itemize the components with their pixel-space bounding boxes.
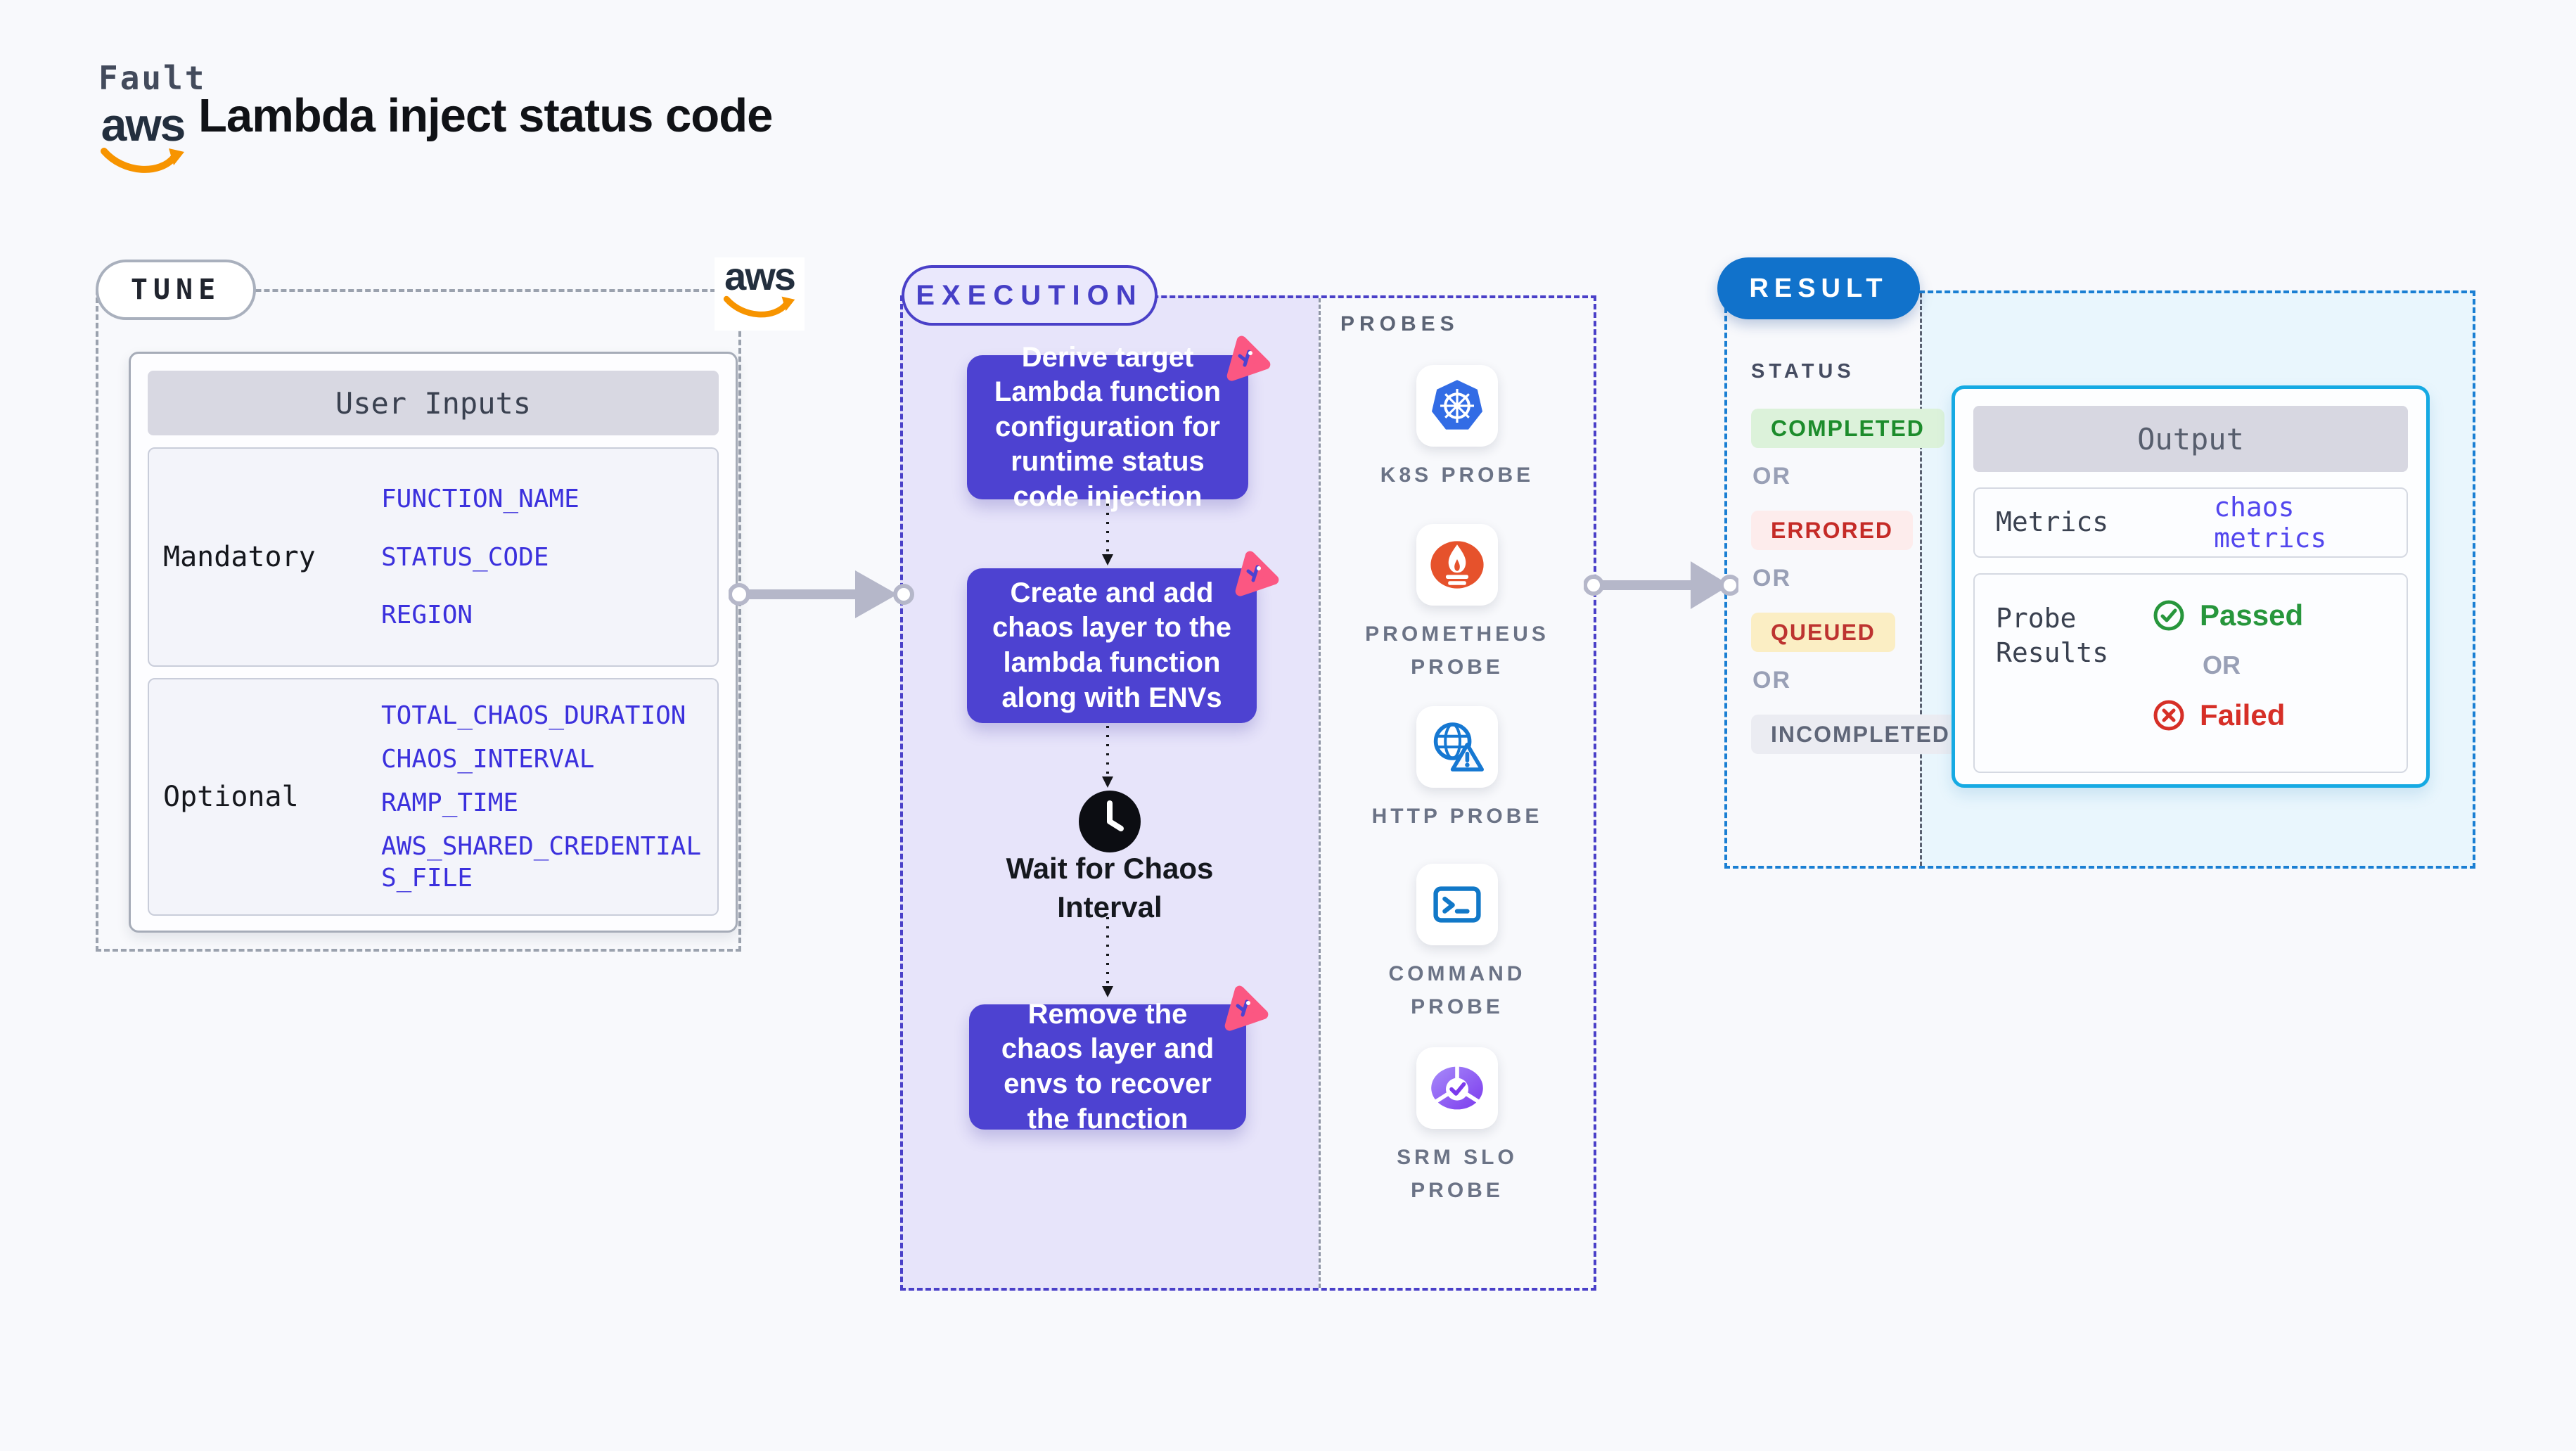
env-var: FUNCTION_NAME: [381, 485, 579, 514]
user-inputs-title: User Inputs: [148, 371, 719, 435]
x-circle-icon: [2153, 700, 2184, 731]
or-label: OR: [1752, 463, 1791, 490]
flow-connector-arrow: [1102, 917, 1113, 997]
execution-section-label: EXECUTION: [902, 265, 1158, 326]
env-var: AWS_SHARED_CREDENTIALS_FILE: [381, 832, 702, 893]
probe-label: SRM SLO PROBE: [1397, 1146, 1518, 1202]
metrics-label: Metrics: [1996, 506, 2109, 538]
env-var: TOTAL_CHAOS_DURATION: [381, 701, 686, 730]
failed-label: Failed: [2200, 698, 2286, 731]
step-add-chaos-layer: Create and add chaos layer to the lambda…: [967, 568, 1257, 723]
output-card: Output Metrics chaos metrics Probe Resul…: [1952, 385, 2430, 788]
chaos-experiment-icon: [1235, 551, 1279, 596]
mandatory-label: Mandatory: [163, 541, 316, 573]
aws-logo-small: aws: [715, 254, 805, 331]
probe-result-passed: Passed: [2152, 599, 2303, 632]
mandatory-items: FUNCTION_NAME STATUS_CODE REGION: [381, 449, 717, 665]
tune-section-label: TUNE: [96, 260, 256, 320]
step-remove-chaos-layer: Remove the chaos layer and envs to recov…: [969, 999, 1246, 1134]
result-divider: [1920, 293, 1922, 866]
metrics-row: Metrics chaos metrics: [1973, 487, 2408, 558]
or-label: OR: [1752, 667, 1791, 693]
http-globe-icon: [1416, 706, 1498, 788]
or-label: OR: [1752, 565, 1791, 592]
aws-smile-icon: [723, 296, 795, 318]
status-badge-queued: QUEUED: [1751, 613, 1895, 652]
or-label: OR: [2203, 651, 2241, 679]
page-title: Lambda inject status code: [198, 89, 773, 142]
mandatory-inputs-row: Mandatory FUNCTION_NAME STATUS_CODE REGI…: [148, 447, 719, 667]
fault-kicker: Fault: [98, 59, 207, 97]
status-heading: STATUS: [1751, 360, 1855, 383]
step-wait-interval: Wait for Chaos Interval: [1006, 852, 1214, 923]
probe-results-row: Probe Results Passed OR Failed: [1973, 573, 2408, 773]
env-var: CHAOS_INTERVAL: [381, 745, 595, 774]
terminal-icon: [1416, 864, 1498, 945]
probe-k8s: K8S PROBE: [1352, 365, 1563, 492]
step-derive-config: Derive target Lambda function configurat…: [967, 342, 1248, 512]
slo-pie-check-icon: [1416, 1047, 1498, 1129]
probe-label: K8S PROBE: [1380, 464, 1534, 487]
check-circle-icon: [2153, 600, 2184, 631]
user-inputs-card: User Inputs Mandatory FUNCTION_NAME STAT…: [129, 352, 738, 933]
aws-wordmark: aws: [724, 254, 796, 298]
probe-command: COMMAND PROBE: [1352, 864, 1563, 1023]
prometheus-icon: [1416, 524, 1498, 606]
clock-icon: [1079, 791, 1141, 852]
optional-items: TOTAL_CHAOS_DURATION CHAOS_INTERVAL RAMP…: [381, 679, 717, 914]
passed-label: Passed: [2200, 599, 2304, 632]
probe-prometheus: PROMETHEUS PROBE: [1352, 524, 1563, 684]
chaos-experiment-icon: [1224, 985, 1269, 1031]
tune-to-execution-arrow: [729, 570, 914, 618]
chaos-metrics-link[interactable]: chaos metrics: [2214, 492, 2327, 554]
probe-srm-slo: SRM SLO PROBE: [1352, 1047, 1563, 1207]
chaos-experiment-icon: [1226, 335, 1271, 381]
optional-inputs-row: Optional TOTAL_CHAOS_DURATION CHAOS_INTE…: [148, 678, 719, 916]
aws-logo: aws: [97, 98, 188, 177]
status-badge-errored: ERRORED: [1751, 511, 1914, 550]
aws-smile-icon: [101, 148, 184, 174]
env-var: REGION: [381, 600, 473, 629]
output-title: Output: [1973, 406, 2408, 472]
probe-label: PROMETHEUS PROBE: [1365, 622, 1549, 679]
env-var: STATUS_CODE: [381, 542, 549, 572]
tune-section-box: [96, 289, 741, 952]
env-var: RAMP_TIME: [381, 788, 519, 817]
probe-result-failed: Failed: [2152, 698, 2303, 732]
flow-connector-arrow: [1102, 726, 1113, 788]
aws-wordmark: aws: [101, 98, 186, 151]
probe-label: HTTP PROBE: [1371, 805, 1543, 828]
status-badge-completed: COMPLETED: [1751, 409, 1944, 448]
optional-label: Optional: [163, 781, 299, 813]
probes-divider: [1319, 298, 1321, 1288]
probe-results-label: Probe Results: [1996, 603, 2109, 669]
probes-heading: PROBES: [1340, 312, 1459, 335]
execution-to-result-arrow: [1584, 561, 1738, 609]
result-section-label: RESULT: [1717, 257, 1920, 319]
kubernetes-icon: [1416, 365, 1498, 447]
status-badge-incompleted: INCOMPLETED: [1751, 715, 1970, 754]
probe-label: COMMAND PROBE: [1388, 962, 1526, 1018]
flow-connector-arrow: [1102, 504, 1113, 565]
probe-results-values: Passed OR Failed: [2152, 599, 2303, 732]
probe-http: HTTP PROBE: [1352, 706, 1563, 833]
